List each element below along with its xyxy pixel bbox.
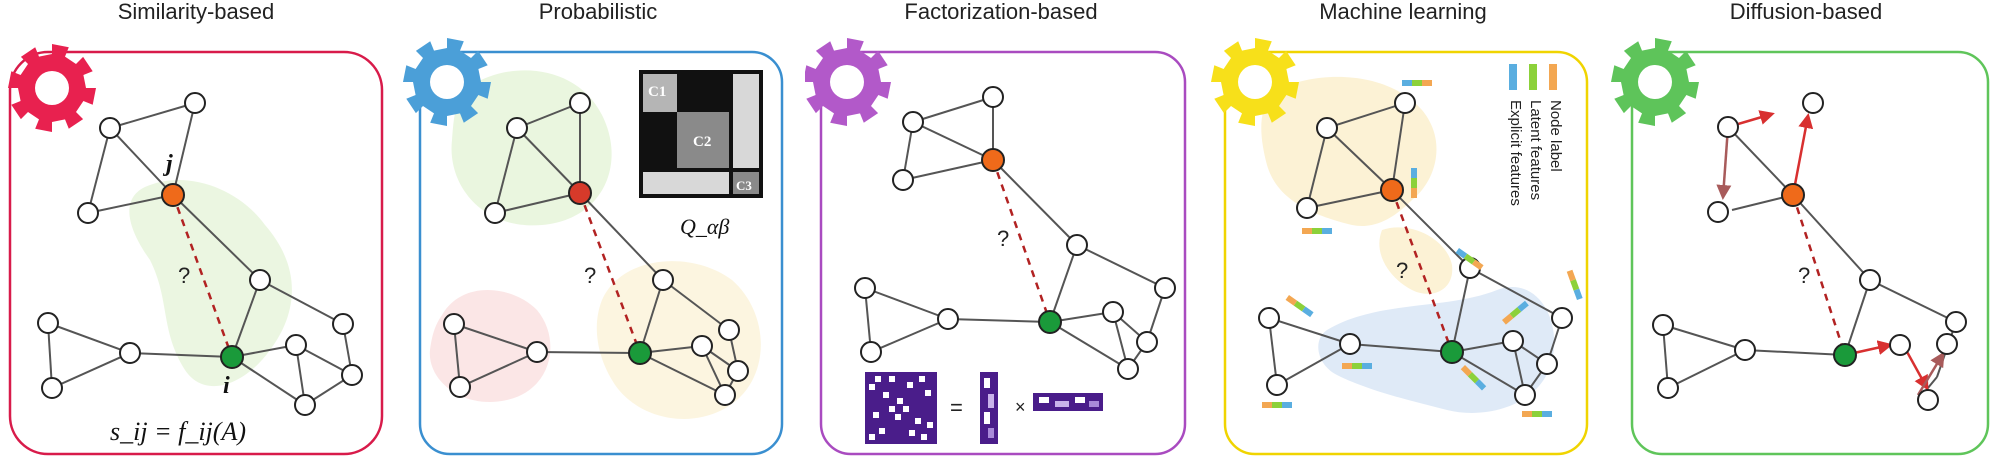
gear-hole — [430, 65, 464, 99]
question-mark: ? — [584, 263, 596, 288]
panel-factorization: Factorization-based — [805, 0, 1197, 457]
panel-machine-learning: Machine learning — [1207, 0, 1599, 457]
node-j — [568, 181, 592, 205]
node-j-label: j — [162, 151, 173, 177]
panel-title: Factorization-based — [904, 0, 1098, 24]
question-mark: ? — [1396, 258, 1408, 283]
gear-icon — [8, 44, 96, 132]
community-region-yellow — [596, 261, 761, 419]
node-j — [161, 183, 185, 207]
feature-legend: Node label Latent features Explicit feat… — [1507, 64, 1564, 206]
node-i — [1038, 310, 1062, 334]
node-j — [981, 148, 1005, 172]
gear-icon — [1611, 38, 1699, 126]
times-sign: × — [1015, 397, 1026, 417]
legend-swatch-blue — [1509, 64, 1517, 90]
probabilistic-diagram: ? C1 C2 C3 Q_αβ — [403, 38, 784, 456]
panel-border — [418, 50, 784, 456]
panel-border — [8, 50, 384, 456]
panel-similarity: Similarity-based — [0, 0, 392, 457]
block-matrix: C1 C2 C3 — [639, 70, 763, 198]
panel-title: Similarity-based — [117, 0, 275, 24]
block-c1-label: C1 — [648, 84, 666, 100]
similarity-region — [129, 179, 292, 387]
legend-latent: Latent features — [1527, 100, 1544, 200]
node-i — [220, 345, 244, 369]
graph-nodes — [37, 92, 363, 416]
panel-border — [1630, 50, 1990, 456]
predicted-link — [1791, 194, 1847, 356]
legend-explicit: Explicit features — [1507, 100, 1524, 206]
factorization-diagram: ? = × — [805, 38, 1187, 456]
block-c3-label: C3 — [736, 178, 752, 193]
legend-swatch-orange — [1549, 64, 1557, 90]
predicted-link — [578, 192, 642, 354]
block-matrix-label: Q_αβ — [680, 214, 729, 239]
question-mark: ? — [178, 263, 190, 288]
gear-hole — [35, 71, 69, 105]
panel-border — [1223, 50, 1589, 456]
node-j — [1781, 183, 1805, 207]
panel-border — [819, 50, 1187, 456]
legend-node-label: Node label — [1547, 100, 1564, 172]
legend-swatch-green — [1529, 64, 1537, 90]
graph-nodes — [854, 86, 1176, 380]
similarity-formula: s_ij = f_ij(A) — [110, 417, 246, 446]
node-i — [1440, 340, 1464, 364]
panel-probabilistic: Probabilistic — [402, 0, 794, 457]
node-i-label: i — [223, 373, 230, 399]
question-mark: ? — [997, 226, 1009, 251]
node-i — [1833, 343, 1857, 367]
adjacency-matrix — [865, 372, 937, 444]
community-region-yellow-small — [1379, 227, 1453, 294]
gear-hole — [830, 65, 864, 99]
node-i — [628, 341, 652, 365]
factor-column-matrix — [980, 372, 998, 444]
graph-edges — [864, 96, 1166, 370]
gear-hole — [1638, 65, 1672, 99]
gear-icon — [403, 38, 491, 126]
graph-nodes — [1652, 92, 1967, 411]
gear-icon — [805, 38, 891, 126]
predicted-link — [171, 194, 234, 358]
panel-title: Probabilistic — [538, 0, 658, 24]
panel-title: Diffusion-based — [1729, 0, 1883, 24]
feature-bars — [1262, 80, 1583, 417]
question-mark: ? — [1798, 263, 1810, 288]
gear-hole — [1238, 65, 1272, 99]
similarity-diagram: ? j i s_ij = f_ij(A) — [8, 44, 384, 456]
equals-sign: = — [950, 395, 963, 420]
node-j — [1380, 178, 1404, 202]
block-c2-label: C2 — [693, 134, 711, 150]
gear-icon — [1211, 38, 1299, 126]
diffusion-diagram: ? — [1611, 38, 1990, 456]
machine-learning-diagram: ? Node label Latent features Explicit fe… — [1211, 38, 1589, 456]
predicted-link — [1390, 189, 1454, 353]
graph-nodes — [443, 92, 749, 406]
predicted-link — [991, 159, 1052, 323]
factor-row-matrix — [1033, 393, 1103, 411]
panel-diffusion: Diffusion-based — [1610, 0, 2002, 457]
panel-title: Machine learning — [1319, 0, 1487, 24]
